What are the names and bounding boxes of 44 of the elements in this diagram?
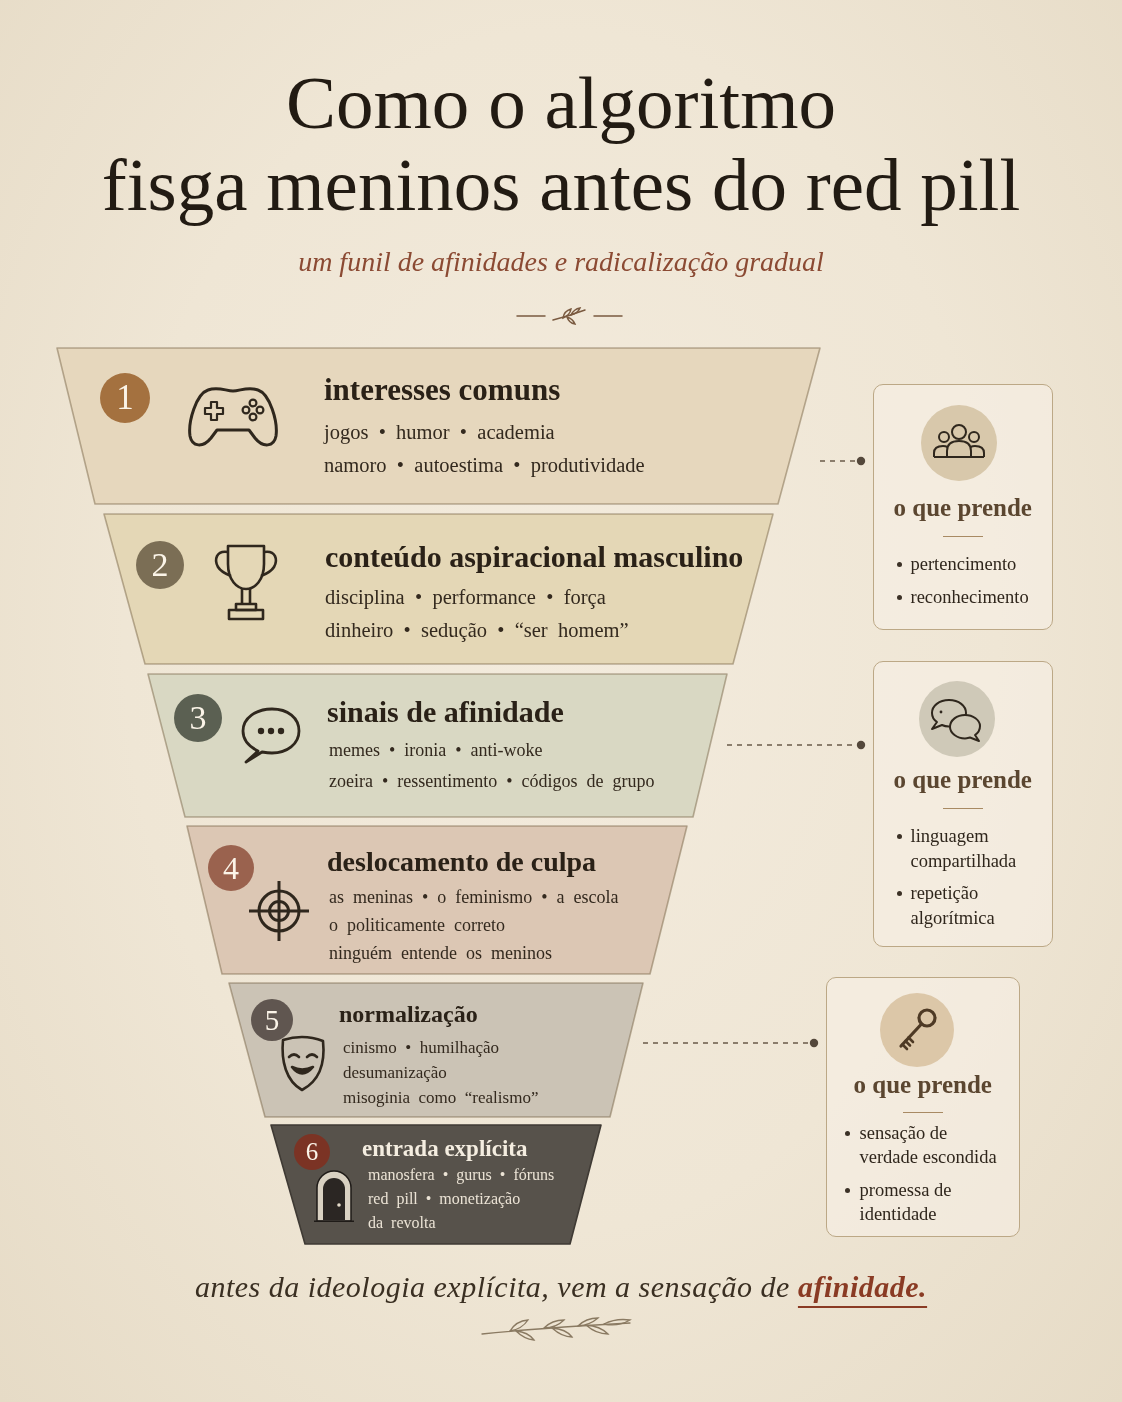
- keyword-line: misoginia como “realismo”: [343, 1086, 539, 1109]
- stage-title: deslocamento de culpa: [327, 844, 597, 879]
- stage-title: entrada explícita: [362, 1134, 528, 1163]
- funnel-stage: [187, 825, 687, 975]
- keyword-line: jogos • humor • academia: [324, 419, 555, 446]
- connector-line: [726, 740, 866, 750]
- keyword-line: manosfera • gurus • fóruns: [368, 1165, 555, 1186]
- keyword-line: dinheiro • sedução • “ser homem”: [325, 617, 629, 644]
- keyword-line: namoro • autoestima • produtividade: [324, 452, 645, 479]
- connector-line: [819, 456, 866, 466]
- keyword-line: desumanização: [343, 1061, 447, 1084]
- funnel-stage: [57, 347, 820, 505]
- keyword-line: cinismo • humilhação: [343, 1036, 500, 1059]
- stage-title: normalização: [339, 1000, 478, 1030]
- card-heading: o que prende: [893, 492, 1032, 523]
- bullet-item: promessa de identidade: [844, 1177, 1005, 1227]
- keyword-line: o politicamente correto: [329, 914, 505, 937]
- keyword-line: memes • ironia • anti-woke: [329, 738, 543, 762]
- keyword-line: disciplina • performance • força: [325, 584, 606, 611]
- title: Como o algoritmo fisga meninos antes do red pill: [100, 62, 1022, 226]
- card-heading: o que prende: [853, 1069, 992, 1100]
- info-card: [873, 384, 1053, 630]
- keyword-line: red pill • monetização da revolta: [368, 1189, 522, 1233]
- keyword-line: ninguém entende os meninos: [329, 942, 552, 965]
- info-card: [873, 661, 1053, 947]
- connector-line: [642, 1038, 819, 1048]
- keyword-line: as meninas • o feminismo • a escola: [329, 886, 619, 909]
- funnel-stage: [271, 1124, 601, 1245]
- stage-title: sinais de afinidade: [327, 694, 564, 731]
- keyword-line: zoeira • ressentimento • códigos de grupo: [329, 769, 655, 793]
- bullet-item: sensação de verdade escondida: [844, 1120, 1005, 1170]
- funnel-stage: [148, 673, 727, 818]
- info-card: [826, 977, 1020, 1237]
- stage-title: conteúdo aspiracional masculino: [325, 539, 744, 576]
- bullet-item: linguagem compartilhada: [896, 824, 1043, 873]
- funnel-stage: [104, 513, 773, 665]
- subtitle: um funil de afinidades e radicalização gradual: [297, 245, 825, 279]
- funnel-stage: [229, 982, 643, 1118]
- card-heading: o que prende: [893, 764, 1032, 795]
- bullet-item: pertencimento: [896, 552, 1017, 577]
- bullet-item: repetição algorítmica: [896, 881, 1043, 930]
- stage-title: interesses comuns: [324, 370, 561, 409]
- bullet-item: reconhecimento: [896, 584, 1029, 609]
- caption: antes da ideologia explícita, vem a sensação de afinidade.: [193, 1269, 929, 1305]
